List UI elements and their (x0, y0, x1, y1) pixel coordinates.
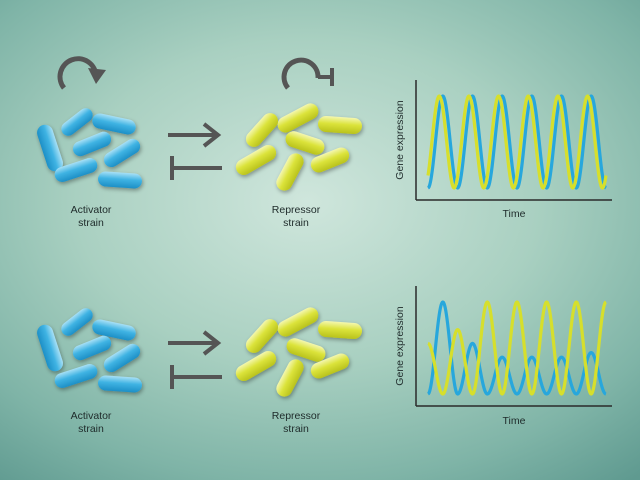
bacterium (245, 113, 279, 147)
circular-inhibition-icon (281, 57, 334, 90)
bottom-activator-cluster (37, 308, 142, 393)
bacterium (318, 321, 362, 339)
bacterium (310, 353, 350, 379)
series-line (426, 94, 608, 190)
y-axis-label: Gene expression (394, 100, 406, 180)
bacterium (103, 138, 141, 168)
bottom-activator-label: Activator strain (70, 410, 112, 435)
bacterium (72, 131, 112, 157)
arrow-right-icon (168, 122, 222, 148)
top-activator-label: Activator strain (70, 204, 112, 229)
series-line (426, 300, 608, 396)
bottom-repressor-cluster (235, 307, 362, 397)
bacterium (310, 147, 350, 173)
series-line (426, 300, 608, 396)
bacterium (285, 131, 325, 155)
bacterium (103, 343, 141, 373)
series-line (426, 94, 608, 190)
bacterium (277, 103, 319, 133)
bacterium (92, 319, 136, 341)
x-axis-label: Time (503, 415, 526, 427)
bacterium (276, 359, 304, 397)
bacterium (235, 145, 277, 175)
inhibition-bar-icon (170, 156, 222, 180)
bacterium (37, 324, 63, 372)
inhibition-bar-icon (170, 365, 222, 389)
bacterium (61, 308, 93, 336)
bacterium (276, 153, 304, 191)
bacterium (72, 335, 112, 361)
arrow-right-icon (168, 330, 222, 356)
bottom-repressor-label: Repressor strain (271, 410, 321, 435)
bacterium (277, 307, 319, 337)
bacterium (318, 116, 362, 134)
x-axis-label: Time (503, 208, 526, 220)
bacterium (54, 364, 98, 388)
top-activator-cluster (37, 108, 142, 189)
y-axis-label: Gene expression (394, 306, 406, 386)
bacterium (245, 319, 279, 353)
bacterium (61, 108, 93, 136)
top-expression-plot: Gene expression Time (394, 80, 612, 220)
bacterium (98, 375, 142, 393)
bacterium (286, 338, 326, 362)
bacterium (37, 124, 63, 172)
top-repressor-cluster (235, 103, 362, 191)
bacterium (92, 113, 136, 135)
top-repressor-label: Repressor strain (271, 204, 321, 229)
bacterium (98, 171, 142, 189)
bacterium (235, 351, 277, 381)
bottom-expression-plot: Gene expression Time (394, 286, 612, 427)
circular-arrow-icon (57, 56, 106, 90)
bacterium (54, 158, 98, 182)
